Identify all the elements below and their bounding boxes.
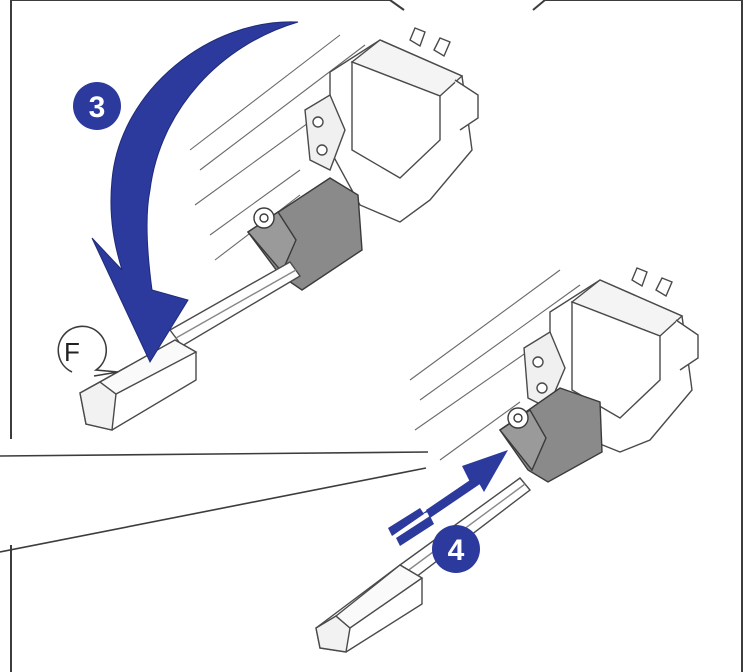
bottom-lever <box>498 387 603 483</box>
leader-lines <box>0 451 429 553</box>
top-rails <box>189 34 366 261</box>
straight-arrow-up-right-icon <box>388 450 508 546</box>
step-3-number: 3 <box>89 91 106 124</box>
bottom-assembly <box>315 267 699 653</box>
part-f-letter: F <box>64 337 80 367</box>
top-handle <box>79 339 198 431</box>
bottom-rails <box>409 269 581 461</box>
step-4-badge: 4 <box>432 525 480 573</box>
diagram-frame <box>10 0 743 672</box>
curved-arrow-down-icon <box>91 21 299 364</box>
step-3-badge: 3 <box>73 82 121 130</box>
top-shaft <box>168 261 302 347</box>
top-housing <box>304 27 479 223</box>
part-f-callout: F <box>57 325 119 377</box>
bottom-handle <box>315 564 424 653</box>
top-lever <box>246 177 363 291</box>
step-4-number: 4 <box>448 534 465 567</box>
top-assembly <box>79 27 479 431</box>
